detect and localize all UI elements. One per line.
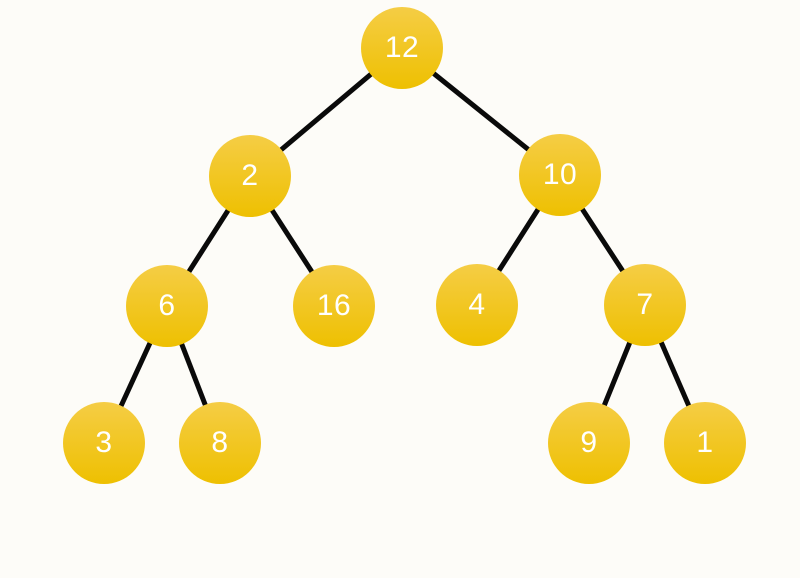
tree-node-3: 3 [63, 402, 145, 484]
tree-node-8: 8 [179, 402, 261, 484]
tree-node-12: 12 [361, 7, 443, 89]
tree-node-9: 9 [548, 402, 630, 484]
tree-node-4: 4 [436, 264, 518, 346]
tree-node-10: 10 [519, 134, 601, 216]
tree-node-7: 7 [604, 264, 686, 346]
tree-node-1: 1 [664, 402, 746, 484]
tree-node-2: 2 [209, 135, 291, 217]
tree-node-16: 16 [293, 265, 375, 347]
tree-node-6: 6 [126, 265, 208, 347]
